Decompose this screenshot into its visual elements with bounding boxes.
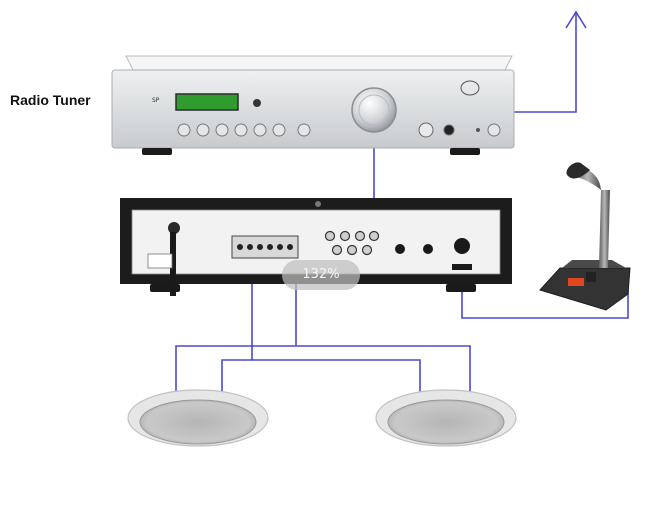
amp-mic-input-1 — [395, 244, 405, 254]
tuner-power-button — [487, 123, 501, 137]
amp-fuse — [452, 264, 472, 270]
amp-speaker-terminal-block — [231, 235, 299, 259]
tuner-power-led — [476, 128, 480, 132]
amp-to-speakers-wire-a — [221, 262, 421, 394]
tuner-headphone-jack — [443, 124, 455, 136]
ceiling-speaker-right — [375, 389, 517, 447]
antenna-wire — [512, 12, 577, 113]
tuner-lcd-display — [175, 93, 239, 111]
tuner-band-selector — [418, 122, 434, 138]
mic-capsule — [566, 162, 590, 179]
amp-rca-inputs — [324, 230, 380, 256]
desktop-microphone — [539, 162, 631, 311]
amp-xlr-input — [454, 238, 470, 254]
ceiling-speaker-left — [127, 389, 269, 447]
radio-tuner-label: Radio Tuner — [10, 92, 91, 108]
tuner-preset-buttons — [177, 123, 311, 137]
connection-wires — [175, 10, 629, 394]
radio-tuner-device: SP — [111, 55, 515, 155]
amp-mic-input-2 — [423, 244, 433, 254]
tuner-tuning-knob — [351, 87, 397, 133]
svg-text:SP: SP — [152, 97, 160, 104]
tuner-brand-logo — [460, 80, 480, 96]
amp-power-cord — [170, 232, 176, 296]
mic-to-amp-wire — [461, 286, 629, 319]
mic-talk-button — [568, 278, 584, 286]
antenna-arrow — [565, 10, 587, 29]
amp-to-speakers-wire-b — [175, 262, 471, 394]
tuner-ir-sensor — [253, 99, 261, 107]
amp-ground-knob — [168, 222, 180, 234]
zoom-level-indicator: 132% — [282, 260, 360, 290]
